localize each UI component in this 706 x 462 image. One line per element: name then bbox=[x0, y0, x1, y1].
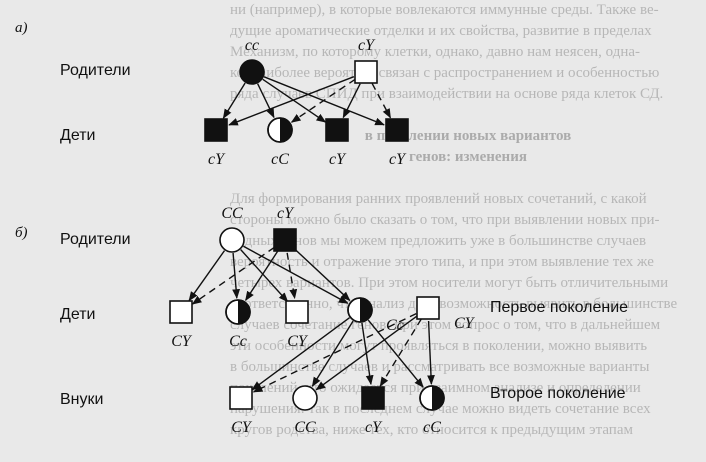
inheritance-arrow-a_f-a_c4 bbox=[371, 83, 392, 119]
female-circle-b_c4 bbox=[347, 297, 373, 323]
genotype-label-b_c2: Cc bbox=[229, 333, 247, 350]
inheritance-arrow-b_s-b_g3 bbox=[379, 318, 422, 387]
female-circle-a_c2 bbox=[267, 117, 293, 143]
male-square-a_c4 bbox=[385, 118, 409, 142]
panel-tag: б) bbox=[15, 225, 28, 241]
inheritance-arrow-b_c4-b_g1 bbox=[251, 317, 350, 391]
male-square-b_f bbox=[273, 228, 297, 252]
row-label-parents: Родители bbox=[60, 62, 131, 79]
inheritance-arrow-b_f-b_c2 bbox=[245, 250, 279, 302]
inheritance-arrow-a_f-a_c3 bbox=[342, 83, 361, 119]
female-circle-b_c2 bbox=[225, 299, 251, 325]
inheritance-arrow-b_f-b_c4 bbox=[294, 248, 351, 302]
inheritance-arrow-b_f-b_c3 bbox=[286, 252, 298, 300]
male-square-b_s bbox=[416, 296, 440, 320]
genotype-label-a_c2: cC bbox=[271, 151, 289, 168]
row-label-grandchildren: Внуки bbox=[60, 391, 103, 408]
genotype-label-a_f: cY bbox=[358, 37, 376, 54]
male-square-a_f bbox=[354, 60, 378, 84]
genotype-label-b_g2: CC bbox=[294, 419, 316, 436]
panel-tag: а) bbox=[15, 20, 28, 36]
inheritance-arrow-b_m-b_c3 bbox=[240, 249, 289, 303]
genotype-label-b_g1: CY bbox=[231, 419, 253, 436]
row-label-children: Дети bbox=[60, 127, 95, 144]
male-square-b_g1 bbox=[229, 386, 253, 410]
genotype-label-b_g3: cY bbox=[365, 419, 383, 436]
female-circle-a_m bbox=[239, 59, 265, 85]
inheritance-arrow-b_m-b_c1 bbox=[188, 250, 226, 302]
inheritance-arrow-a_m-a_c3 bbox=[262, 78, 327, 123]
inheritance-arrow-b_c4-b_g2 bbox=[311, 320, 354, 387]
female-circle-b_g4 bbox=[419, 385, 445, 411]
genotype-label-a_c4: cY bbox=[389, 151, 407, 168]
inheritance-arrow-b_s-b_g4 bbox=[427, 320, 435, 385]
genotype-label-b_c1: CY bbox=[171, 333, 193, 350]
inheritance-arrow-b_c4-b_g4 bbox=[367, 319, 424, 388]
male-square-a_c3 bbox=[325, 118, 349, 142]
inheritance-arrow-a_m-a_c2 bbox=[257, 83, 275, 119]
genotype-label-b_f: cY bbox=[277, 205, 295, 222]
genotype-label-a_c1: cY bbox=[208, 151, 226, 168]
female-circle-b_g2 bbox=[292, 385, 318, 411]
inheritance-arrow-b_m-b_c2 bbox=[232, 252, 241, 300]
male-square-b_c3 bbox=[285, 300, 309, 324]
inheritance-arrow-b_s-b_g1 bbox=[252, 313, 417, 393]
inheritance-arrow-a_f-a_c1 bbox=[228, 76, 355, 126]
inheritance-arrow-b_s-b_g2 bbox=[315, 315, 418, 391]
inheritance-arrow-a_m-a_c1 bbox=[222, 82, 246, 119]
row-label-children: Дети bbox=[60, 306, 95, 323]
inheritance-arrow-a_f-a_c2 bbox=[290, 78, 356, 123]
generation-label-second: Второе поколение bbox=[490, 385, 626, 402]
row-label-parents: Родители bbox=[60, 231, 131, 248]
genotype-label-b_m: CC bbox=[221, 205, 243, 222]
genotype-label-b_g4: cC bbox=[423, 419, 441, 436]
female-circle-b_m bbox=[219, 227, 245, 253]
generation-label-first: Первое поколение bbox=[490, 299, 628, 316]
genotype-label-a_c3: cY bbox=[329, 151, 347, 168]
inheritance-arrow-b_f-b_c1 bbox=[191, 246, 275, 305]
genotype-label-a_m: cc bbox=[245, 37, 259, 54]
genotype-label-b_s: CY bbox=[454, 315, 476, 332]
inheritance-arrow-b_m-b_c4 bbox=[243, 245, 349, 304]
male-square-b_g3 bbox=[361, 386, 385, 410]
genotype-label-b_c3: CY bbox=[287, 333, 309, 350]
male-square-a_c1 bbox=[204, 118, 228, 142]
male-square-b_c1 bbox=[169, 300, 193, 324]
genotype-label-b_c4: Cc bbox=[386, 317, 404, 334]
